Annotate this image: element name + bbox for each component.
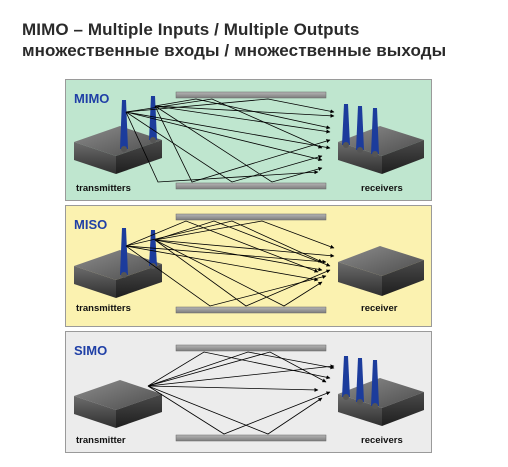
diagram-title: MIMO – Multiple Inputs / Multiple Output…	[22, 20, 360, 39]
transmitter-label: transmitters	[76, 303, 131, 314]
simo-reflector-top	[175, 344, 327, 352]
simo-receiver-router	[338, 356, 424, 426]
simo-reflector-bottom	[175, 434, 327, 442]
transmitter-label: transmitter	[76, 435, 126, 446]
transmitter-label: transmitters	[76, 183, 131, 194]
receiver-label: receiver	[361, 303, 398, 314]
mimo-reflector-top	[175, 91, 327, 99]
diagram-subtitle: множественные входы / множественные выхо…	[22, 41, 447, 60]
miso-signal-paths	[125, 220, 335, 307]
mimo-receiver-router	[338, 104, 424, 174]
simo-signal-paths	[147, 351, 335, 435]
mimo-reflector-bottom	[175, 182, 327, 190]
mimo-signal-paths	[125, 98, 335, 183]
simo-transmitter-router	[74, 380, 162, 428]
miso-reflector-bottom	[175, 306, 327, 314]
receiver-label: receivers	[361, 435, 403, 446]
miso-reflector-top	[175, 213, 327, 221]
miso-receiver-router	[338, 246, 424, 296]
mimo-transmitter-router	[74, 96, 162, 174]
panel-tag: SIMO	[74, 343, 108, 358]
miso-transmitter-router	[74, 228, 162, 298]
panel-tag: MISO	[74, 217, 108, 232]
receiver-label: receivers	[361, 183, 403, 194]
panel-tag: MIMO	[74, 91, 110, 106]
